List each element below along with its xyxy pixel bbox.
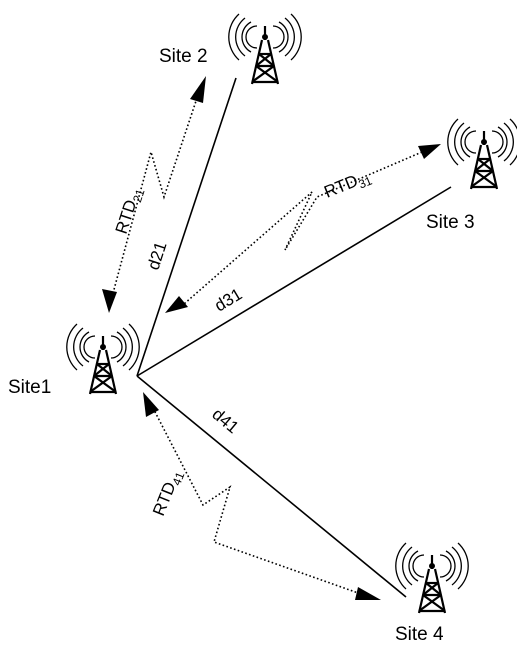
site2-tower-icon — [227, 12, 303, 86]
site1-label: Site1 — [8, 377, 51, 398]
rtd41-path — [152, 407, 362, 595]
site4-tower-icon — [394, 541, 470, 615]
rtd41-arrowhead-top — [143, 392, 159, 417]
rtd41-label: RTD41 — [149, 467, 187, 520]
rtd31-label: RTD31 — [321, 166, 374, 204]
rtd31-arrowhead-right — [418, 144, 441, 159]
link-d31 — [136, 186, 452, 377]
site1-tower-icon — [65, 322, 141, 396]
site3-tower-icon — [446, 117, 517, 191]
rtd21-arrowhead-top — [190, 76, 206, 103]
d31-label: d31 — [211, 285, 245, 316]
rtd21-arrowhead-bottom — [102, 289, 117, 313]
link-d41 — [136, 375, 407, 598]
rtd31-path — [183, 151, 423, 305]
rtd41-arrowhead-bottom — [355, 587, 381, 600]
rtd21-path — [111, 97, 198, 298]
link-d21 — [136, 77, 237, 377]
site3-label: Site 3 — [426, 212, 475, 233]
rtd31-arrowhead-left — [165, 296, 188, 313]
d41-label: d41 — [208, 405, 242, 438]
site4-label: Site 4 — [395, 624, 444, 645]
rtd21-label: RTD21 — [112, 184, 148, 237]
site2-label: Site 2 — [159, 46, 208, 67]
d21-label: d21 — [144, 239, 171, 272]
